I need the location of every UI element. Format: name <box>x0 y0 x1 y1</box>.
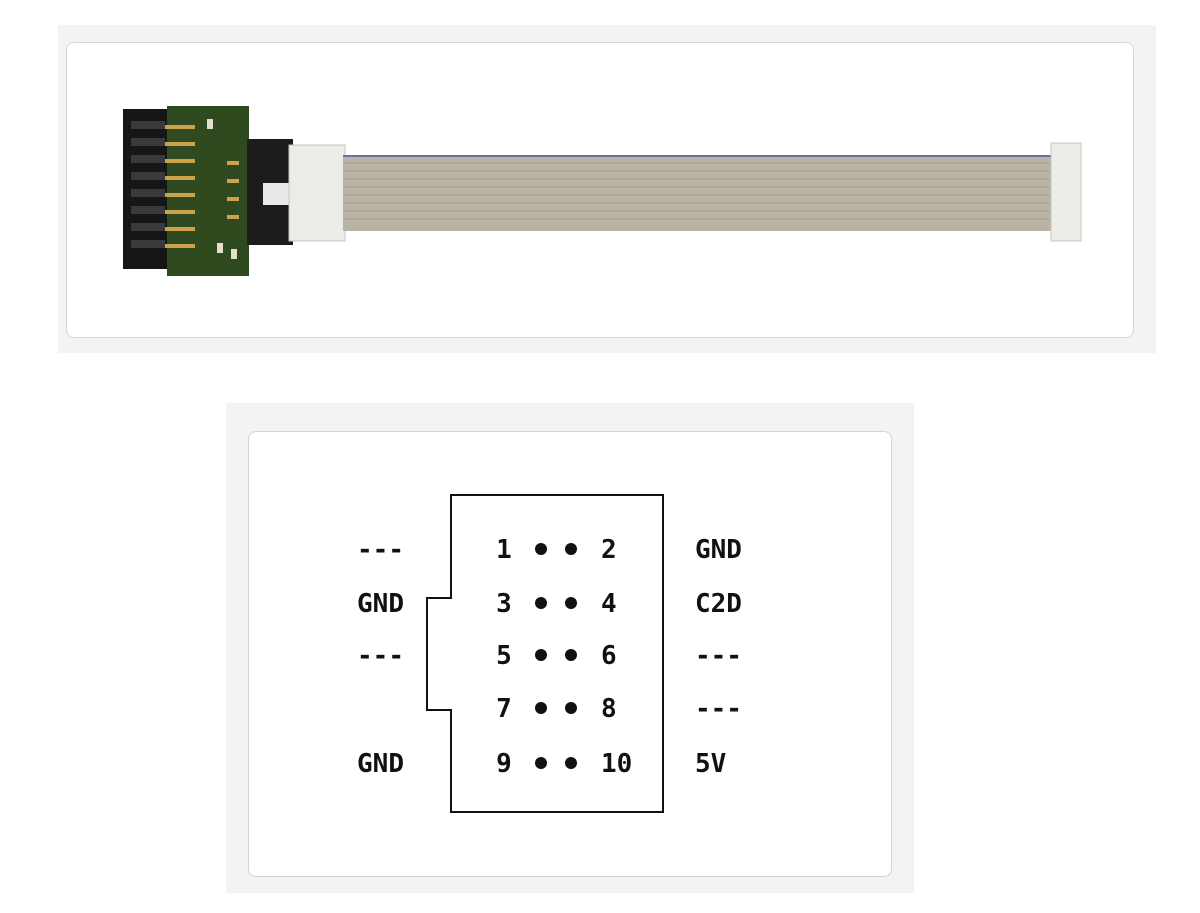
pinout-card: --- 1 2 GND GND 3 4 C2D --- 5 6 --- 7 <box>248 431 892 877</box>
pin-dot <box>565 649 577 661</box>
pin-dot <box>565 597 577 609</box>
pcb-components <box>207 119 237 259</box>
left-signal-label: --- <box>357 535 404 565</box>
ribbon-conductor-lines <box>343 162 1055 220</box>
adapter-photo-panel <box>58 25 1156 353</box>
connector-key-notch <box>263 183 293 205</box>
pin-dot <box>535 649 547 661</box>
pin-dot <box>535 543 547 555</box>
pin-number-odd: 3 <box>496 589 512 619</box>
pin-number-even: 4 <box>601 589 617 619</box>
adapter-cable-illustration <box>123 106 1082 276</box>
gold-pins <box>165 125 239 248</box>
pin-dot <box>535 597 547 609</box>
pin-header-slots <box>131 121 165 248</box>
pin-dot <box>535 702 547 714</box>
left-signal-label: GND <box>357 749 404 779</box>
adapter-photo-card <box>66 42 1134 338</box>
pinout-panel: --- 1 2 GND GND 3 4 C2D --- 5 6 --- 7 <box>226 403 914 893</box>
right-signal-label: --- <box>695 694 742 724</box>
pin-dot <box>565 543 577 555</box>
pin-number-odd: 9 <box>496 749 512 779</box>
pin-number-even: 8 <box>601 694 617 724</box>
pin-dot <box>565 702 577 714</box>
pin-number-odd: 1 <box>496 535 512 565</box>
ribbon-cable <box>343 155 1055 231</box>
right-signal-label: GND <box>695 535 742 565</box>
pin-number-even: 6 <box>601 641 617 671</box>
right-signal-label: C2D <box>695 589 742 619</box>
pin-dot <box>565 757 577 769</box>
right-signal-label: --- <box>695 641 742 671</box>
pin-number-even: 10 <box>601 749 632 779</box>
pinout-diagram: --- 1 2 GND GND 3 4 C2D --- 5 6 --- 7 <box>357 494 742 813</box>
pin-number-even: 2 <box>601 535 617 565</box>
pin-dot <box>535 757 547 769</box>
pin-number-odd: 7 <box>496 694 512 724</box>
connector-outline <box>426 494 664 813</box>
left-signal-label: --- <box>357 641 404 671</box>
idc-connector-left <box>288 144 346 242</box>
idc-connector-right <box>1050 142 1082 242</box>
left-signal-label: GND <box>357 589 404 619</box>
right-signal-label: 5V <box>695 749 726 779</box>
pin-number-odd: 5 <box>496 641 512 671</box>
